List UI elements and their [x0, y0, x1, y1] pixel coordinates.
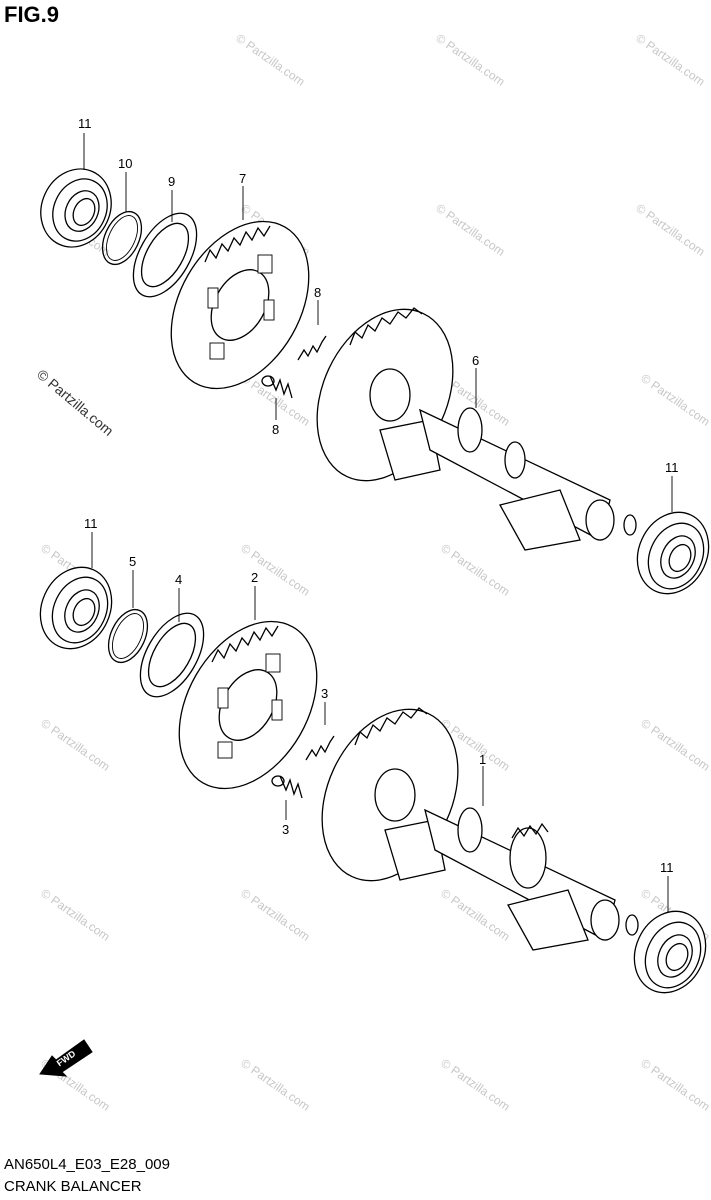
- figure-name: CRANK BALANCER: [4, 1178, 142, 1195]
- gear-part-7: [170, 220, 310, 390]
- callout-9: 9: [168, 174, 175, 189]
- bearing-part-11: [40, 168, 112, 248]
- watermark-logo: © Partzilla.com: [34, 366, 117, 439]
- watermark-text: © Partzilla.com: [633, 31, 707, 89]
- callout-5: 5: [129, 554, 136, 569]
- washer-part-9: [132, 212, 198, 298]
- callout-7: 7: [239, 171, 246, 186]
- top-assembly: [40, 168, 710, 595]
- watermark-text: © Partzilla.com: [38, 716, 112, 774]
- bearing-part-11: [39, 566, 113, 650]
- circlip-part-10: [101, 210, 143, 266]
- callout-11-bottom-right: 11: [660, 860, 674, 875]
- spring-part-3: [271, 775, 303, 799]
- circlip-part-5: [107, 608, 149, 664]
- watermark-text: © Partzilla.com: [633, 201, 707, 259]
- watermark-text: © Partzilla.com: [238, 541, 312, 599]
- watermark-text: © Partzilla.com: [638, 371, 711, 429]
- watermark-text: © Partzilla.com: [433, 201, 507, 259]
- spring-part-8: [261, 375, 293, 399]
- balancer-shaft-part-1: [321, 707, 639, 951]
- gear-part-2: [178, 620, 318, 790]
- watermark-text: © Partzilla.com: [438, 1056, 512, 1114]
- callout-11-top-right: 11: [665, 460, 679, 475]
- watermark-text: © Partzilla.com: [238, 886, 312, 944]
- callout-8-upper: 8: [314, 285, 321, 300]
- callout-1: 1: [479, 752, 486, 767]
- spring-part-8: [297, 335, 327, 361]
- callout-labels: 11 10 9 7 8 8 6 11 11 5 4 2 3 3 1 11: [78, 116, 679, 875]
- figure-title: FIG.9: [4, 2, 60, 27]
- watermark-text: © Partzilla.com: [638, 716, 711, 774]
- spring-part-3: [305, 735, 335, 761]
- callout-2: 2: [251, 570, 258, 585]
- callout-10: 10: [118, 156, 132, 171]
- callout-8-lower: 8: [272, 422, 279, 437]
- watermark-text: © Partzilla.com: [238, 1056, 312, 1114]
- watermark-text: © Partzilla.com: [38, 886, 112, 944]
- watermark-text: © Partzilla.com: [638, 1056, 711, 1114]
- leader-lines: [83, 133, 673, 912]
- watermark-layer: © Partzilla.com © Partzilla.com © Partzi…: [34, 31, 711, 1114]
- callout-3-upper: 3: [321, 686, 328, 701]
- callout-6: 6: [472, 353, 479, 368]
- figure-code: AN650L4_E03_E28_009: [4, 1156, 170, 1173]
- watermark-text: © Partzilla.com: [433, 31, 507, 89]
- bottom-assembly: [39, 566, 707, 994]
- callout-4: 4: [175, 572, 182, 587]
- bearing-part-11: [636, 511, 710, 595]
- watermark-text: © Partzilla.com: [438, 541, 512, 599]
- bearing-part-11: [633, 910, 707, 994]
- balancer-shaft-part-6: [316, 307, 637, 551]
- callout-11-bottom-left: 11: [84, 516, 98, 531]
- watermark-text: © Partzilla.com: [233, 31, 307, 89]
- watermark-text: © Partzilla.com: [438, 886, 512, 944]
- callout-3-lower: 3: [282, 822, 289, 837]
- callout-11-top-left: 11: [78, 116, 92, 131]
- washer-part-4: [139, 612, 205, 698]
